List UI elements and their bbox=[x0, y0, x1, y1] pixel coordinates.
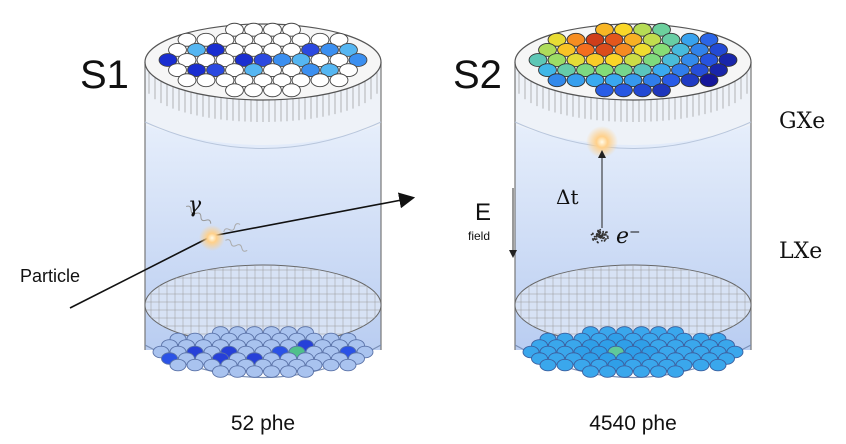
s2-top-pmt-array bbox=[529, 23, 737, 97]
gxe-label: GXe bbox=[779, 109, 825, 134]
pmt bbox=[600, 366, 616, 378]
pmt bbox=[311, 74, 329, 87]
pmt bbox=[330, 74, 348, 87]
pmt bbox=[178, 74, 196, 87]
electron-label: e⁻ bbox=[616, 224, 641, 249]
pmt bbox=[693, 359, 709, 371]
pmt bbox=[567, 74, 585, 87]
pmt bbox=[681, 74, 699, 87]
particle-label: Particle bbox=[20, 266, 80, 286]
pmt bbox=[700, 74, 718, 87]
pmt bbox=[226, 84, 244, 97]
s1-top-pmt-array bbox=[159, 23, 367, 97]
pmt bbox=[264, 84, 282, 97]
delta-t-label: Δt bbox=[556, 185, 578, 209]
pmt bbox=[653, 84, 671, 97]
field-label: E bbox=[475, 199, 491, 226]
pmt bbox=[668, 366, 684, 378]
pmt bbox=[596, 84, 614, 97]
s1-label: S1 bbox=[80, 53, 129, 97]
pmt bbox=[617, 366, 633, 378]
pmt bbox=[245, 84, 263, 97]
pmt bbox=[634, 366, 650, 378]
s2-detector bbox=[515, 23, 751, 377]
field-subscript: field bbox=[468, 229, 490, 243]
pmt bbox=[583, 366, 599, 378]
pmt bbox=[264, 366, 280, 378]
s1-detector bbox=[145, 23, 381, 377]
pmt bbox=[247, 366, 263, 378]
pmt bbox=[710, 359, 726, 371]
pmt bbox=[170, 359, 186, 371]
interaction-glow bbox=[199, 225, 225, 251]
pmt bbox=[213, 366, 229, 378]
pmt bbox=[615, 84, 633, 97]
pmt bbox=[197, 74, 215, 87]
pmt bbox=[298, 366, 314, 378]
s1-phe-count: 52 phe bbox=[231, 412, 295, 435]
pmt bbox=[540, 359, 556, 371]
pmt bbox=[323, 359, 339, 371]
s2-phe-count: 4540 phe bbox=[589, 412, 677, 435]
pmt bbox=[557, 359, 573, 371]
pmt bbox=[283, 84, 301, 97]
pmt bbox=[548, 74, 566, 87]
pmt bbox=[651, 366, 667, 378]
pmt bbox=[634, 84, 652, 97]
lxe-label: LXe bbox=[779, 239, 822, 264]
s2-label: S2 bbox=[453, 53, 502, 97]
pmt bbox=[340, 359, 356, 371]
pmt bbox=[187, 359, 203, 371]
pmt bbox=[230, 366, 246, 378]
gamma-label: γ bbox=[188, 193, 202, 218]
pmt bbox=[281, 366, 297, 378]
